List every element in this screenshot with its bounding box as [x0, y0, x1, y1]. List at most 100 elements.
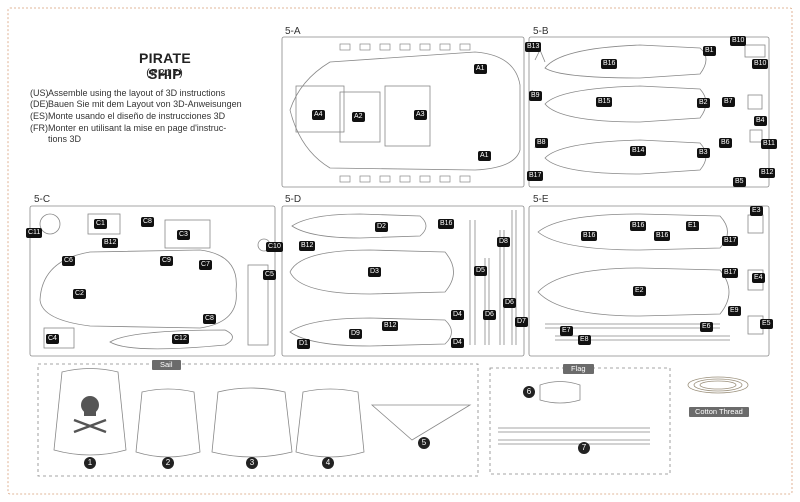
part-label: E4 — [752, 273, 765, 283]
part-label: C4 — [46, 334, 59, 344]
part-label: E2 — [633, 286, 646, 296]
instruction-fr-cont: tions 3D — [48, 134, 82, 144]
part-label: A2 — [352, 112, 365, 122]
instruction-us: (US)Assemble using the layout of 3D inst… — [30, 88, 226, 98]
sail-2 — [135, 388, 201, 458]
board-5e — [528, 205, 770, 357]
board-5a — [281, 36, 525, 188]
part-label: A1 — [478, 151, 491, 161]
part-label: D6 — [503, 298, 516, 308]
section-5d-label: 5-D — [285, 194, 302, 205]
part-label: B8 — [535, 138, 548, 148]
section-5c-label: 5-C — [34, 194, 51, 205]
flag-6 — [539, 381, 581, 404]
instruction-fr: (FR)Monter en utilisant la mise en page … — [30, 123, 227, 133]
part-label: B7 — [722, 97, 735, 107]
flag-number: 6 — [523, 386, 535, 398]
part-label: B17 — [722, 236, 739, 246]
part-label: D8 — [497, 237, 510, 247]
part-label: C7 — [199, 260, 212, 270]
instruction-de: (DE)Bauen Sie mit dem Layout von 3D-Anwe… — [30, 99, 242, 109]
board-5c — [29, 205, 276, 357]
cotton-thread-tag: Cotton Thread — [689, 407, 749, 417]
part-label: B11 — [761, 139, 777, 149]
sail-number: 5 — [418, 437, 430, 449]
part-label: E6 — [700, 322, 713, 332]
part-label: B6 — [719, 138, 732, 148]
part-label: B16 — [438, 219, 455, 229]
part-label: C5 — [263, 270, 276, 280]
part-label: B4 — [754, 116, 767, 126]
sail-1 — [53, 368, 127, 456]
part-label: D4 — [451, 338, 464, 348]
part-label: B10 — [730, 36, 747, 46]
part-label: B5 — [733, 177, 746, 187]
part-label: B12 — [382, 321, 399, 331]
crossbones-icon — [73, 418, 107, 434]
part-label: B13 — [525, 42, 542, 52]
part-label: B17 — [722, 268, 739, 278]
part-label: B12 — [759, 168, 776, 178]
part-label: B16 — [601, 59, 618, 69]
sail-tag: Sail — [152, 360, 181, 370]
part-label: B16 — [654, 231, 671, 241]
part-label: B17 — [527, 171, 544, 181]
section-5b-label: 5-B — [533, 26, 549, 37]
board-5d — [281, 205, 525, 357]
part-label: E8 — [578, 335, 591, 345]
part-a4 — [295, 85, 345, 133]
part-label: B2 — [697, 98, 710, 108]
sail-5 — [370, 404, 472, 441]
part-label: E9 — [728, 306, 741, 316]
section-5e-label: 5-E — [533, 194, 549, 205]
part-label: B16 — [630, 221, 647, 231]
sail-number: 2 — [162, 457, 174, 469]
part-label: B12 — [299, 241, 316, 251]
section-5a-label: 5-A — [285, 26, 301, 37]
part-label: C8 — [141, 217, 154, 227]
part-label: C1 — [94, 219, 107, 229]
part-label: B10 — [752, 59, 769, 69]
part-label: A4 — [312, 110, 325, 120]
skull-icon — [81, 396, 99, 416]
part-label: C6 — [62, 256, 75, 266]
part-label: D5 — [474, 266, 487, 276]
sail-number: 1 — [84, 457, 96, 469]
part-label: B12 — [102, 238, 119, 248]
instruction-es: (ES)Monte usando el diseño de instruccio… — [30, 111, 226, 121]
part-label: D9 — [349, 329, 362, 339]
part-label: D1 — [297, 339, 310, 349]
part-label: D6 — [483, 310, 496, 320]
part-label: B1 — [703, 46, 716, 56]
part-label: A1 — [474, 64, 487, 74]
part-label: B15 — [596, 97, 613, 107]
part-label: C3 — [177, 230, 190, 240]
board-5b — [528, 36, 770, 188]
part-c12 — [109, 329, 233, 350]
sail-number: 4 — [322, 457, 334, 469]
part-label: D4 — [451, 310, 464, 320]
sail-4 — [295, 388, 365, 458]
part-label: C2 — [73, 289, 86, 299]
part-label: E3 — [750, 206, 763, 216]
part-label: C11 — [26, 228, 43, 238]
part-label: D2 — [375, 222, 388, 232]
part-label: C8 — [203, 314, 216, 324]
part-label: C10 — [266, 242, 283, 252]
deck-a1 — [289, 51, 521, 171]
part-label: C9 — [160, 256, 173, 266]
part-label: E7 — [560, 326, 573, 336]
sail-number: 3 — [246, 457, 258, 469]
product-code: (P217) — [146, 67, 184, 79]
part-label: B3 — [697, 148, 710, 158]
part-label: D3 — [368, 267, 381, 277]
part-label: D7 — [515, 317, 528, 327]
flag-tag: Flag — [563, 364, 594, 374]
part-label: A3 — [414, 110, 427, 120]
flag-number: 7 — [578, 442, 590, 454]
page-title: PIRATE SHIP — [138, 50, 192, 82]
part-label: B14 — [630, 146, 647, 156]
sail-3 — [211, 387, 293, 458]
part-label: E5 — [760, 319, 773, 329]
